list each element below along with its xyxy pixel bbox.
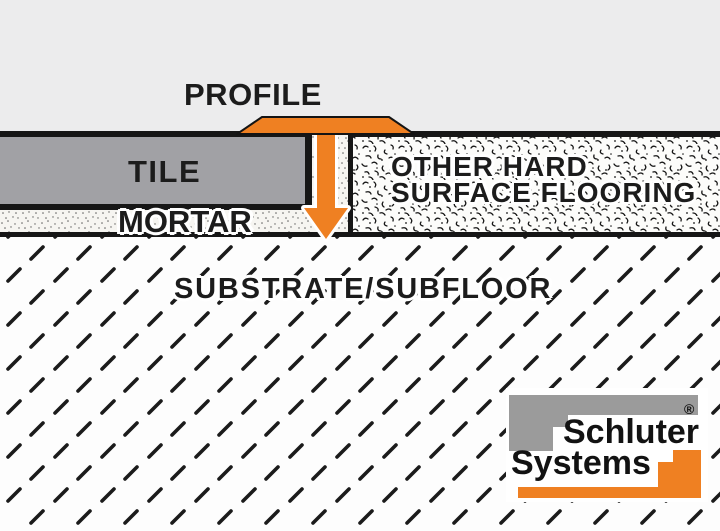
substrate-label: SUBSTRATE/SUBFLOOR (174, 273, 553, 305)
brand-name-line2: Systems (511, 444, 651, 482)
other-flooring-label-line2: SURFACE FLOORING (391, 177, 697, 208)
profile-cap-shape (236, 116, 415, 135)
registered-trademark-symbol: ® (684, 401, 695, 417)
down-arrow-icon (301, 127, 351, 242)
logo-shapes (509, 395, 701, 498)
tile-block (0, 137, 305, 204)
substrate-top-line (0, 232, 720, 237)
tile-label: TILE (128, 154, 202, 189)
logo-gray-profile-shape (509, 395, 698, 451)
brand-name-line1: Schluter (563, 413, 700, 451)
other-flooring-label: OTHER HARD SURFACE FLOORING (391, 151, 697, 208)
flooring-texture (353, 137, 720, 232)
mortar-label: MORTAR (118, 204, 252, 239)
background-upper (0, 0, 720, 137)
logo-orange-profile-shape (518, 450, 701, 498)
profile-label: PROFILE (184, 77, 322, 112)
other-flooring-label-line1: OTHER HARD (391, 151, 588, 182)
schluter-systems-logo: Schluter Systems ® (506, 388, 708, 502)
mortar-texture (0, 208, 352, 234)
